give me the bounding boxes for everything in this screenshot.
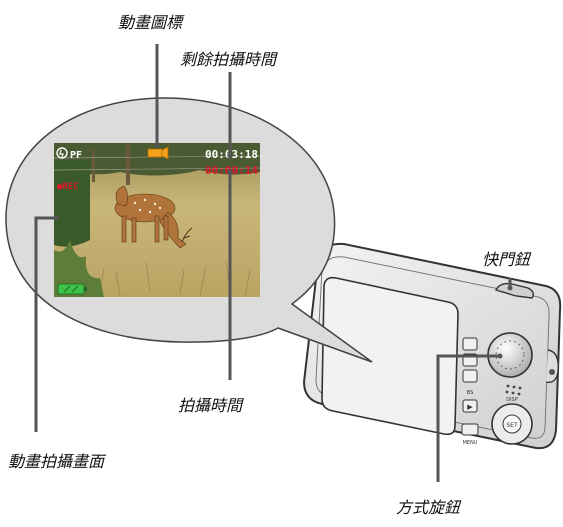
remaining-time-label: 剩餘拍攝時間: [180, 50, 277, 69]
menu-button-label: MENU: [463, 440, 478, 446]
camera-button-3: [462, 369, 478, 383]
antlers: [181, 227, 193, 243]
movie-mode-icon: [147, 146, 169, 160]
bs-button-label: BS: [467, 390, 474, 396]
movie-screen: [54, 143, 260, 297]
camera-button-1: [462, 337, 478, 351]
leader-lines: [34, 44, 512, 482]
battery-icon: [57, 283, 87, 295]
camera-lcd: [321, 276, 459, 436]
camera-button-play: [462, 399, 478, 413]
leader-dots: [53, 142, 513, 359]
movie-screen-label: 動畫拍攝畫面: [8, 452, 105, 471]
rec-indicator: ●REC: [57, 182, 79, 192]
camera-button-menu: [461, 423, 479, 436]
shutter-button-label: 快門鈕: [482, 250, 531, 269]
flash-icon: [56, 147, 68, 159]
play-button-label: ▶: [467, 403, 473, 411]
set-button-label: SET: [506, 422, 518, 429]
disp-label: DISP: [506, 397, 518, 403]
mode-dial-label: 方式旋鈕: [396, 498, 461, 517]
shutter-button-shape: [495, 282, 535, 299]
deer: [114, 185, 187, 249]
speaker-dots: [505, 384, 522, 396]
flash-mode-label: PF: [70, 150, 82, 161]
recording-time-label: 拍攝時間: [178, 396, 243, 415]
movie-icon-label: 動畫圖標: [118, 13, 183, 32]
